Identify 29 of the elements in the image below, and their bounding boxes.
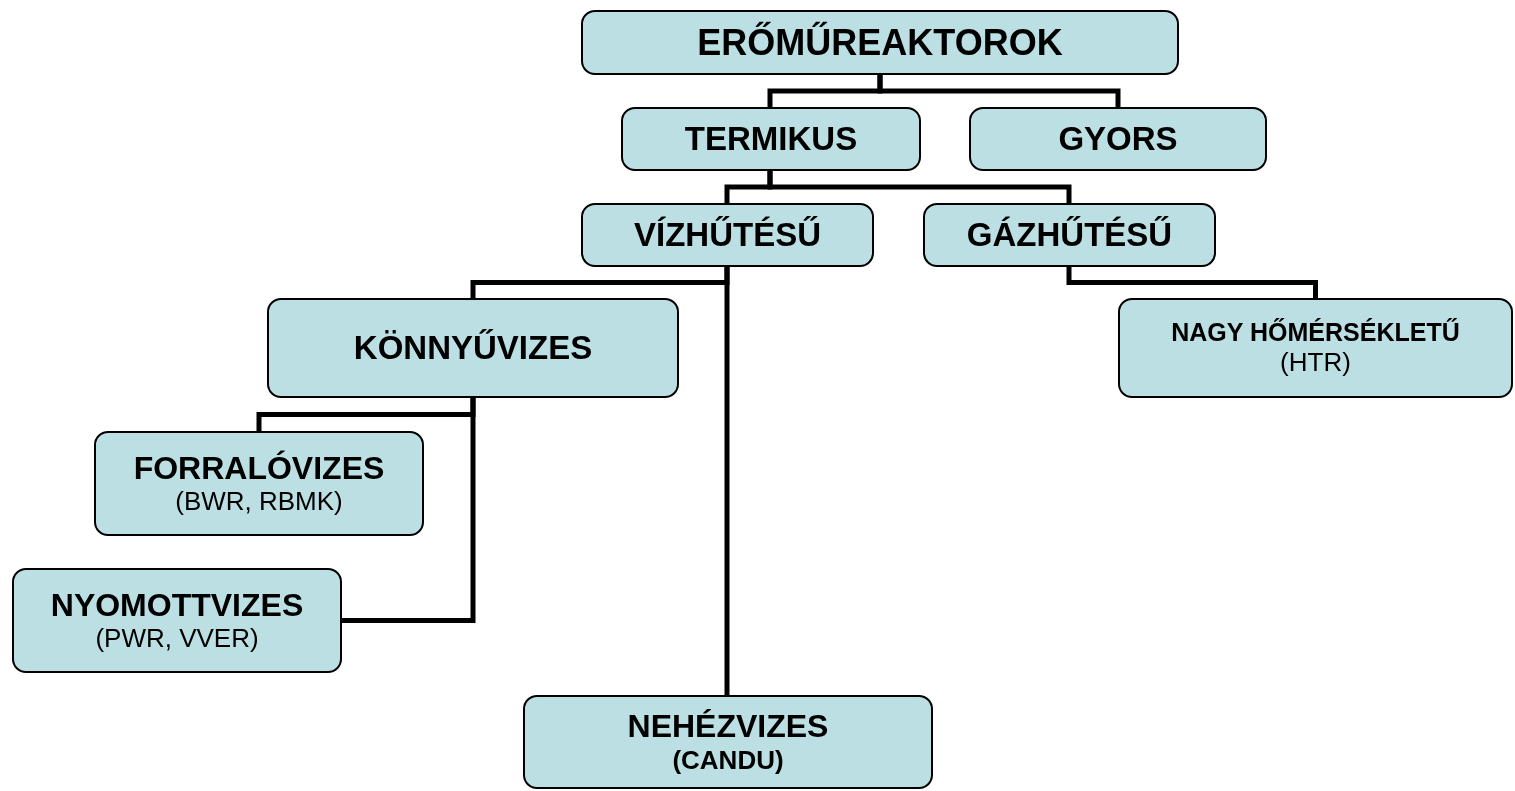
reactor-types: (CANDU) bbox=[672, 744, 784, 776]
category-title: TERMIKUS bbox=[684, 120, 858, 158]
category-box bbox=[1118, 298, 1513, 398]
category-box bbox=[94, 431, 424, 536]
category-title: VÍZHŰTÉSŰ bbox=[634, 216, 821, 254]
category-title: ERŐMŰREAKTOROK bbox=[697, 21, 1063, 64]
reactor-types: (HTR) bbox=[1280, 346, 1351, 378]
connector-line bbox=[342, 398, 476, 623]
category-title: GÁZHŰTÉSŰ bbox=[966, 216, 1173, 254]
category-title: NEHÉZVIZES bbox=[627, 708, 829, 745]
category-title: KÖNNYŰVIZES bbox=[353, 329, 593, 367]
category-box bbox=[267, 298, 679, 398]
reactor-types: (PWR, VVER) bbox=[95, 623, 259, 655]
category-box bbox=[621, 107, 921, 171]
connector-line bbox=[767, 171, 1072, 203]
category-box bbox=[581, 203, 874, 267]
category-title: NAGY HŐMÉRSÉKLETŰ bbox=[1171, 318, 1460, 347]
category-box bbox=[581, 10, 1179, 75]
category-box bbox=[12, 568, 342, 673]
category-title: GYORS bbox=[1058, 120, 1178, 158]
category-box bbox=[969, 107, 1267, 171]
reactor-types: (BWR, RBMK) bbox=[175, 486, 343, 518]
connector-line bbox=[877, 75, 1121, 107]
connector-line bbox=[1066, 267, 1318, 298]
category-title: FORRALÓVIZES bbox=[133, 449, 385, 487]
category-box bbox=[523, 695, 933, 789]
category-box bbox=[923, 203, 1216, 267]
connector-line bbox=[724, 267, 730, 695]
category-title: NYOMOTTVIZES bbox=[50, 586, 304, 624]
